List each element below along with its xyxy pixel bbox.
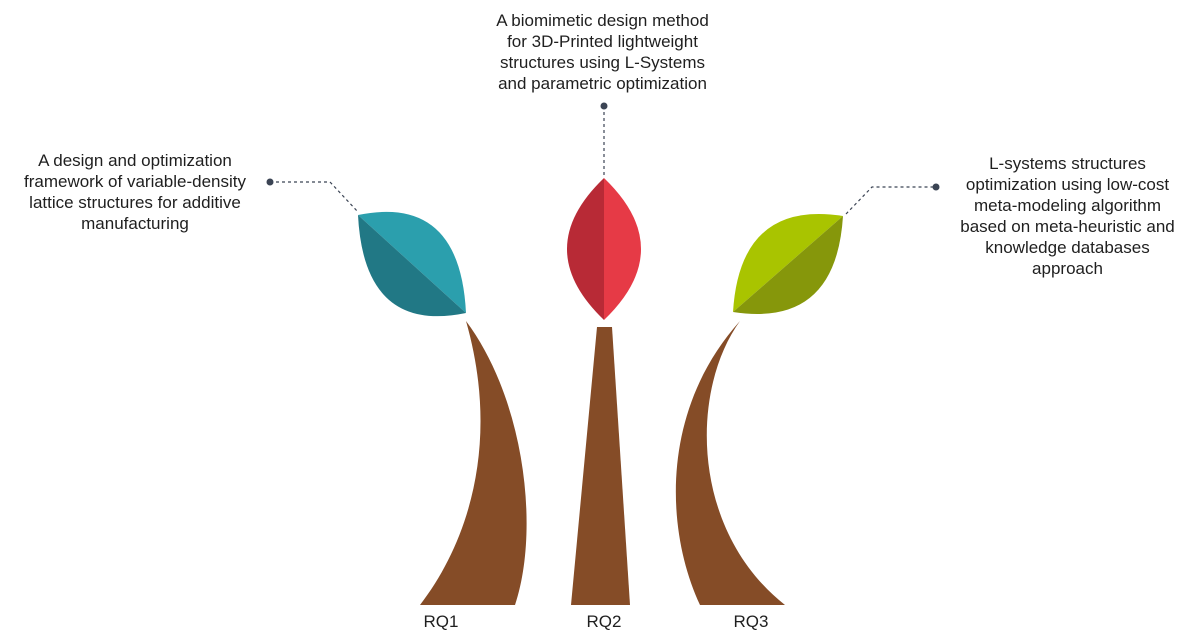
connector-dot-rq3 [933, 184, 940, 191]
leaf-rq3 [733, 214, 843, 314]
description-rq1-line: A design and optimization [0, 150, 270, 171]
leaf-rq1 [358, 212, 466, 316]
stem-rq2 [571, 327, 630, 605]
label-rq2: RQ2 [564, 612, 644, 632]
description-rq2-line: for 3D-Printed lightweight [455, 31, 750, 52]
connector-rq3 [846, 184, 940, 215]
description-rq1-line: manufacturing [0, 213, 270, 234]
description-rq3-line: meta-modeling algorithm [940, 195, 1195, 216]
leaf-rq2-left-half [567, 178, 604, 320]
description-rq1-line: lattice structures for additive [0, 192, 270, 213]
label-rq3: RQ3 [711, 612, 791, 632]
description-rq2-line: A biomimetic design method [455, 10, 750, 31]
description-rq3-line: optimization using low-cost [940, 174, 1195, 195]
leaf-rq2 [567, 178, 641, 320]
description-rq3: L-systems structures optimization using … [940, 153, 1195, 279]
label-rq1: RQ1 [401, 612, 481, 632]
connector-dot-rq2 [601, 103, 608, 110]
description-rq2: A biomimetic design method for 3D-Printe… [455, 10, 750, 94]
description-rq2-line: and parametric optimization [455, 73, 750, 94]
leaf-rq2-right-half [604, 178, 641, 320]
description-rq1: A design and optimization framework of v… [0, 150, 270, 234]
description-rq3-line: approach [940, 258, 1195, 279]
stem-rq3 [676, 321, 785, 605]
connector-rq1 [267, 179, 359, 213]
stem-rq1 [420, 321, 527, 605]
connector-rq2 [601, 103, 608, 177]
description-rq1-line: framework of variable-density [0, 171, 270, 192]
description-rq3-line: knowledge databases [940, 237, 1195, 258]
description-rq3-line: L-systems structures [940, 153, 1195, 174]
description-rq2-line: structures using L-Systems [455, 52, 750, 73]
description-rq3-line: based on meta-heuristic and [940, 216, 1195, 237]
